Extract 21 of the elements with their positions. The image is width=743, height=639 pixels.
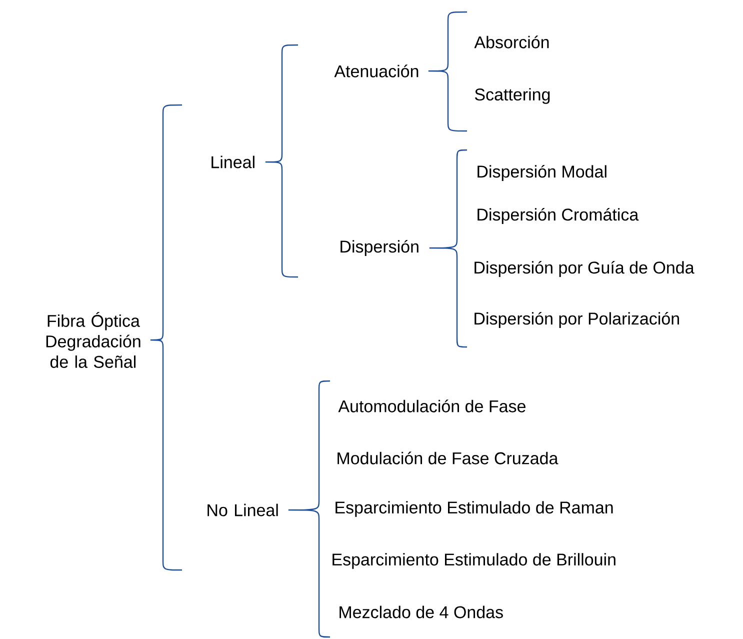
curly-brace xyxy=(428,11,468,132)
text-label: Esparcimiento Estimulado de Raman xyxy=(336,501,613,517)
curly-brace xyxy=(428,149,468,348)
text-label: Esparcimiento Estimulado de Brillouin xyxy=(332,553,616,569)
curly-brace xyxy=(264,44,299,278)
text-label: Atenuación xyxy=(334,64,418,78)
text-label: Scattering xyxy=(474,88,550,104)
text-label: Mezclado de 4 Ondas xyxy=(340,606,503,618)
text-label: Modulación de Fase Cruzada xyxy=(338,452,558,464)
text-label: Dispersión Cromática xyxy=(478,208,639,224)
text-label: Automodulación de Fase xyxy=(338,400,526,412)
curly-brace xyxy=(150,104,183,571)
text-label: Fibra Óptica Degradación de la Señal xyxy=(46,312,140,368)
text-label: No Lineal xyxy=(208,504,278,516)
text-label: Dispersión por Polarización xyxy=(474,312,679,328)
text-label: Dispersión xyxy=(340,240,418,256)
text-label: Dispersión Modal xyxy=(478,164,606,182)
text-label: Dispersión por Guía de Onda xyxy=(474,260,694,278)
text-label: Absorción xyxy=(474,36,549,48)
text-label: Lineal xyxy=(212,156,254,168)
curly-brace xyxy=(288,380,331,638)
